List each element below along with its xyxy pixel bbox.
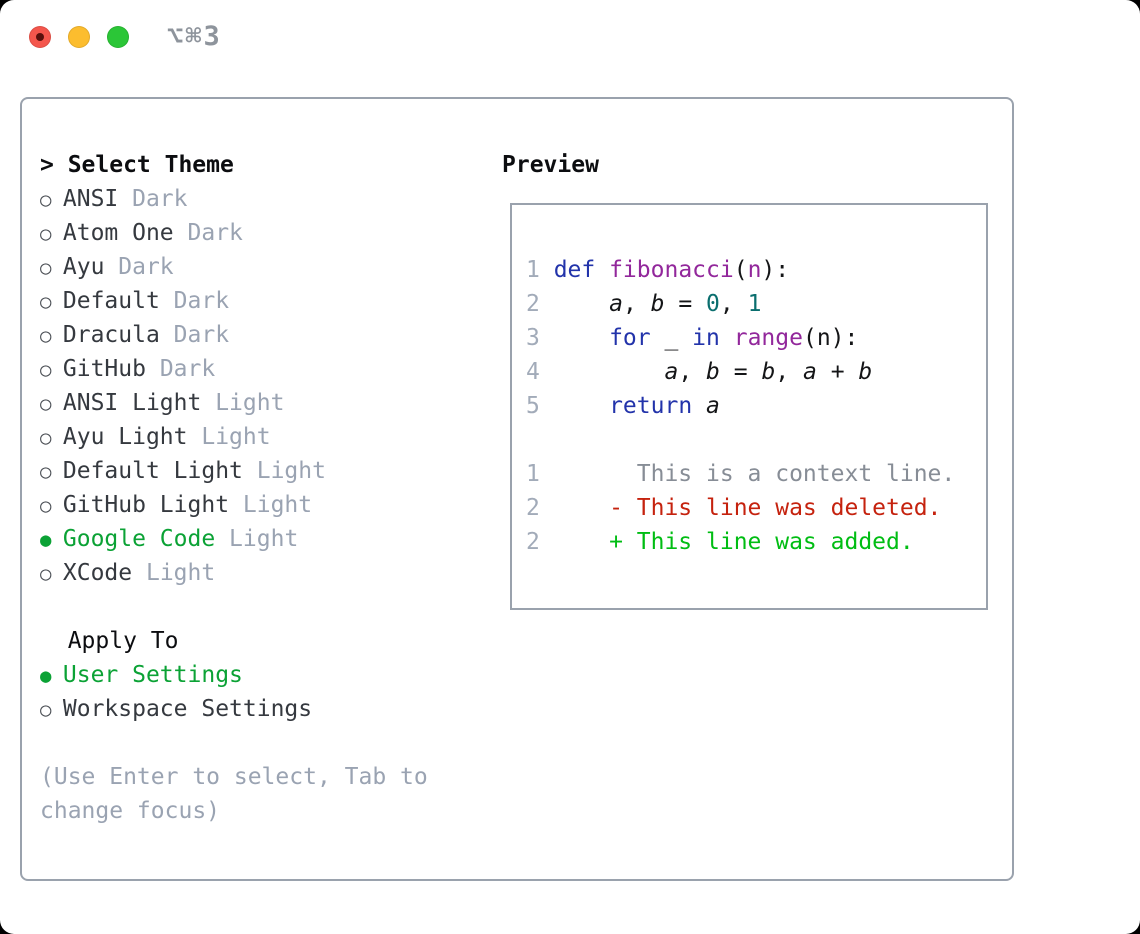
theme-option-ansi-dark[interactable]: ○ ANSI Dark (40, 182, 480, 216)
code-text: def fibonacci(n): (553, 257, 790, 283)
cursor-icon: > (40, 152, 54, 178)
theme-name: Default (62, 288, 160, 314)
line-number: 3 (526, 325, 540, 351)
theme-picker-section: > Select Theme ○ ANSI Dark ○ Atom One Dark ○ A… (40, 148, 480, 828)
apply-option-user-settings[interactable]: ● User Settings (40, 658, 480, 692)
diff-line-context: 1 This is a context line. (526, 457, 986, 491)
minimize-button[interactable] (68, 26, 90, 48)
code-line: 1 def fibonacci(n): (526, 253, 986, 287)
radio-icon: ○ (40, 223, 52, 245)
apply-option-label: Workspace Settings (62, 696, 313, 722)
radio-icon: ○ (40, 291, 52, 313)
radio-icon: ○ (40, 563, 52, 585)
diff-text: This is a context line. (553, 461, 956, 487)
theme-option-ansi-light-light[interactable]: ○ ANSI Light Light (40, 386, 480, 420)
radio-selected-icon: ● (40, 665, 52, 687)
radio-icon: ○ (40, 189, 52, 211)
theme-variant: Dark (159, 322, 230, 348)
theme-option-github-light-light[interactable]: ○ GitHub Light Light (40, 488, 480, 522)
apply-to-heading: Apply To (40, 624, 480, 658)
traffic-lights (29, 26, 129, 48)
radio-icon: ○ (40, 257, 52, 279)
code-line: 2 a, b = 0, 1 (526, 287, 986, 321)
radio-icon: ○ (40, 325, 52, 347)
theme-option-github-dark[interactable]: ○ GitHub Dark (40, 352, 480, 386)
apply-option-label: User Settings (62, 662, 243, 688)
theme-name: ANSI (62, 186, 119, 212)
theme-option-ayu-light-light[interactable]: ○ Ayu Light Light (40, 420, 480, 454)
theme-name: ANSI Light (62, 390, 202, 416)
theme-name: GitHub Light (62, 492, 230, 518)
theme-option-xcode-light[interactable]: ○ XCode Light (40, 556, 480, 590)
line-number: 4 (526, 359, 540, 385)
radio-icon: ○ (40, 495, 52, 517)
code-text: return a (609, 393, 720, 419)
theme-option-atom-one-dark[interactable]: ○ Atom One Dark (40, 216, 480, 250)
theme-name: XCode (62, 560, 133, 586)
diff-line-deleted: 2 - This line was deleted. (526, 491, 986, 525)
theme-variant: Light (201, 390, 285, 416)
apply-to-list: ● User Settings ○ Workspace Settings (40, 658, 480, 726)
code-text: a, b = b, a + b (664, 359, 873, 385)
diff-text: - This line was deleted. (553, 495, 942, 521)
code-text: for _ in range(n): (609, 325, 859, 351)
line-number: 2 (526, 495, 540, 521)
radio-icon: ○ (40, 427, 52, 449)
theme-name: Default Light (62, 458, 243, 484)
theme-variant: Dark (159, 288, 230, 314)
window-title: ⌥⌘3 (167, 21, 222, 52)
preview-heading: Preview (502, 152, 599, 178)
titlebar: ⌥⌘3 (0, 0, 1140, 75)
select-theme-heading: > Select Theme (40, 148, 480, 182)
theme-option-dracula-dark[interactable]: ○ Dracula Dark (40, 318, 480, 352)
spacer (40, 590, 480, 624)
code-text: a, b = 0, 1 (609, 291, 762, 317)
line-number: 2 (526, 291, 540, 317)
theme-name: Dracula (62, 322, 160, 348)
theme-name: Ayu (62, 254, 105, 280)
theme-variant: Light (215, 526, 299, 552)
line-number: 5 (526, 393, 540, 419)
radio-selected-icon: ● (40, 529, 52, 551)
radio-icon: ○ (40, 699, 52, 721)
radio-icon: ○ (40, 393, 52, 415)
theme-variant: Dark (173, 220, 243, 246)
theme-variant: Light (132, 560, 216, 586)
theme-variant: Dark (118, 186, 188, 212)
theme-variant: Light (242, 458, 326, 484)
code-line: 5 return a (526, 389, 986, 423)
line-number: 1 (526, 461, 540, 487)
theme-name: Google Code (62, 526, 216, 552)
theme-variant: Dark (145, 356, 216, 382)
keyboard-hint: (Use Enter to select, Tab to change focu… (40, 764, 428, 824)
select-theme-label: Select Theme (67, 152, 234, 178)
radio-icon: ○ (40, 461, 52, 483)
radio-icon: ○ (40, 359, 52, 381)
line-number: 1 (526, 257, 540, 283)
theme-variant: Light (187, 424, 271, 450)
apply-to-label: Apply To (67, 628, 179, 654)
close-button[interactable] (29, 26, 51, 48)
theme-option-ayu-dark[interactable]: ○ Ayu Dark (40, 250, 480, 284)
theme-variant: Light (229, 492, 313, 518)
code-line: 4 a, b = b, a + b (526, 355, 986, 389)
theme-variant: Dark (104, 254, 174, 280)
blank-line (526, 423, 986, 457)
line-number: 2 (526, 529, 540, 555)
diff-line-added: 2 + This line was added. (526, 525, 986, 559)
theme-name: Ayu Light (62, 424, 188, 450)
diff-text: + This line was added. (553, 529, 914, 555)
theme-option-default-light-light[interactable]: ○ Default Light Light (40, 454, 480, 488)
maximize-button[interactable] (107, 26, 129, 48)
theme-option-google-code-light[interactable]: ● Google Code Light (40, 522, 480, 556)
spacer (40, 726, 480, 760)
theme-name: GitHub (62, 356, 146, 382)
main-panel: > Select Theme ○ ANSI Dark ○ Atom One Dark ○ A… (20, 97, 1014, 881)
theme-option-default-dark[interactable]: ○ Default Dark (40, 284, 480, 318)
code-line: 3 for _ in range(n): (526, 321, 986, 355)
apply-option-workspace-settings[interactable]: ○ Workspace Settings (40, 692, 480, 726)
theme-list: ○ ANSI Dark ○ Atom One Dark ○ Ayu Dark ○ Defaul… (40, 182, 480, 590)
theme-name: Atom One (62, 220, 174, 246)
